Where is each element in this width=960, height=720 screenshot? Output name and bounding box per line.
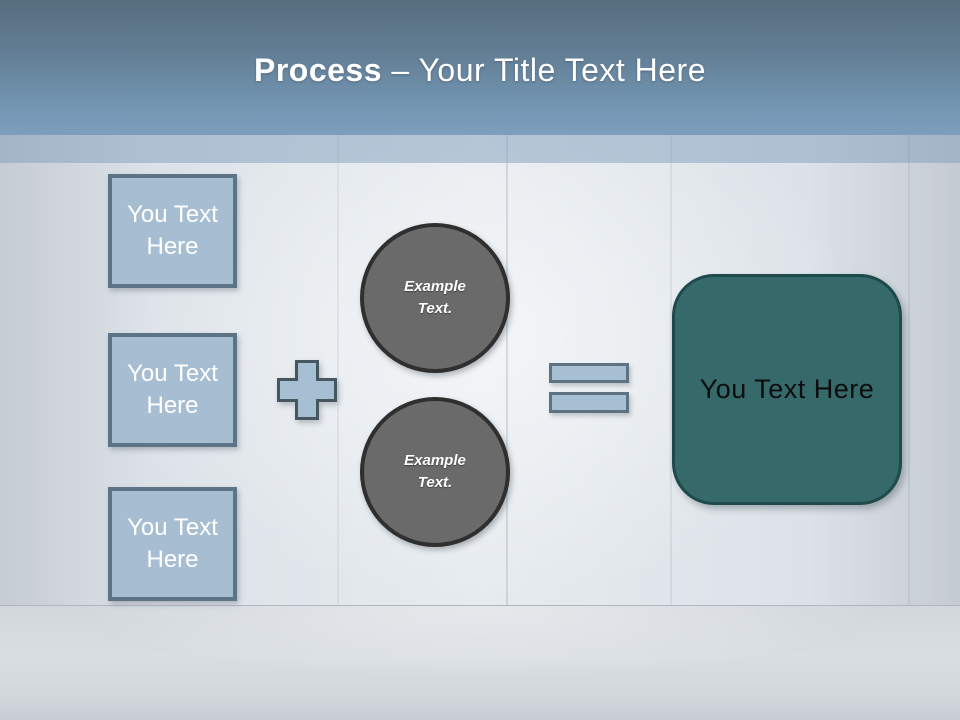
input-box-2: You Text Here (108, 333, 237, 447)
equals-bar-bottom (549, 392, 629, 413)
title-subtitle: – Your Title Text Here (382, 52, 706, 88)
equals-icon (549, 363, 629, 413)
wall-seam (337, 135, 339, 605)
wall-seam (506, 135, 508, 605)
example-circle-1: Example Text. (360, 223, 510, 373)
header-fade-band (0, 135, 960, 163)
result-box-label: You Text Here (699, 374, 875, 404)
input-box-2-label: You Text Here (127, 360, 218, 419)
example-circle-2-label: Example Text. (404, 451, 466, 492)
plus-icon (277, 360, 337, 420)
slide-title: Process – Your Title Text Here (0, 52, 960, 89)
floor-background (0, 605, 960, 720)
result-box: You Text Here (672, 274, 902, 505)
input-box-1: You Text Here (108, 174, 237, 288)
title-keyword: Process (253, 52, 383, 88)
example-circle-2: Example Text. (360, 397, 510, 547)
wall-seam (908, 135, 910, 605)
input-box-3-label: You Text Here (127, 514, 218, 573)
input-box-1-label: You Text Here (127, 201, 218, 260)
example-circle-1-label: Example Text. (404, 277, 466, 318)
input-box-3: You Text Here (108, 487, 237, 601)
wall-seam (670, 135, 672, 605)
title-bar (0, 0, 960, 135)
equals-bar-top (549, 363, 629, 383)
